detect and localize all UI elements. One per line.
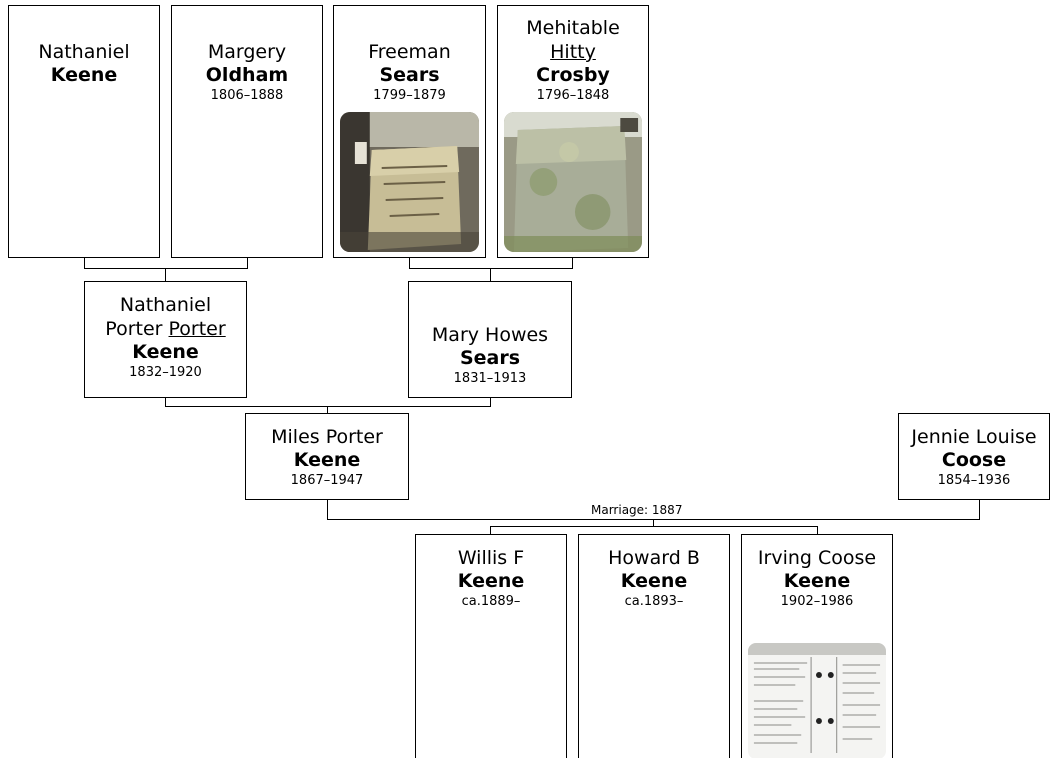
connector-line (979, 500, 980, 520)
marriage-label: Marriage: 1887 (591, 503, 683, 517)
life-dates: 1799–1879 (373, 88, 446, 103)
surname: Crosby (536, 64, 610, 86)
surname: Keene (457, 570, 525, 592)
given-name: Freeman (368, 41, 451, 63)
connector-line (653, 519, 654, 526)
surname: Keene (620, 570, 688, 592)
life-dates: 1854–1936 (937, 473, 1011, 488)
given-name: Jennie Louise (911, 426, 1037, 448)
given-name: Irving Coose (757, 547, 877, 569)
connector-line (409, 268, 573, 269)
surname: Sears (459, 347, 521, 369)
person-card-miles-porter-keene[interactable]: Miles Porter Keene 1867–1947 (245, 413, 409, 500)
nickname: Hitty (550, 41, 596, 63)
given-name-line2: Porter Porter (105, 318, 226, 340)
document-photo[interactable] (748, 643, 886, 758)
gravestone-photo[interactable] (340, 112, 479, 252)
life-dates: 1832–1920 (129, 365, 202, 380)
connector-line (165, 268, 166, 281)
person-card-willis-keene[interactable]: Willis F Keene ca.1889– (415, 534, 567, 758)
surname: Coose (941, 449, 1007, 471)
connector-line (84, 258, 85, 269)
person-card-irving-coose-keene[interactable]: Irving Coose Keene 1902–1986 (741, 534, 893, 758)
given-name: Mary Howes (431, 324, 549, 346)
connector-line (165, 406, 491, 407)
given-name: Miles Porter (271, 426, 383, 448)
connector-line (490, 268, 491, 281)
connector-line (490, 398, 491, 407)
connector-line (84, 268, 248, 269)
connector-line (490, 526, 818, 527)
surname: Keene (783, 570, 851, 592)
connector-line (490, 526, 491, 535)
connector-line (572, 258, 573, 269)
life-dates: ca.1889– (461, 594, 521, 609)
connector-line (165, 398, 166, 407)
life-dates: 1831–1913 (453, 371, 527, 386)
given-name: Margery (207, 41, 287, 63)
nickname: Porter (168, 318, 226, 340)
gravestone-photo[interactable] (504, 112, 642, 252)
surname: Sears (379, 64, 440, 86)
person-card-margery-oldham[interactable]: Margery Oldham 1806–1888 (171, 5, 323, 258)
connector-line (247, 258, 248, 269)
connector-line (817, 526, 818, 535)
connector-line (327, 406, 328, 414)
surname: Oldham (205, 64, 289, 86)
surname: Keene (293, 449, 361, 471)
surname: Keene (50, 64, 118, 86)
person-card-mary-howes-sears[interactable]: Mary Howes Sears 1831–1913 (408, 281, 572, 398)
person-card-jennie-louise-coose[interactable]: Jennie Louise Coose 1854–1936 (898, 413, 1050, 500)
surname: Keene (132, 341, 199, 363)
person-card-freeman-sears[interactable]: Freeman Sears 1799–1879 (333, 5, 486, 258)
person-card-howard-keene[interactable]: Howard B Keene ca.1893– (578, 534, 730, 758)
life-dates: 1806–1888 (210, 88, 284, 103)
connector-line (327, 500, 328, 520)
connector-line (409, 258, 410, 269)
life-dates: 1867–1947 (290, 473, 364, 488)
life-dates: 1796–1848 (536, 88, 610, 103)
given-name: Mehitable (526, 17, 620, 39)
life-dates: ca.1893– (624, 594, 684, 609)
person-card-nathaniel-keene[interactable]: Nathaniel Keene (8, 5, 160, 258)
given-name: Howard B (608, 547, 700, 569)
given-name: Nathaniel (38, 41, 130, 63)
person-card-nathaniel-porter-keene[interactable]: Nathaniel Porter Porter Keene 1832–1920 (84, 281, 247, 398)
given-name: Nathaniel (119, 294, 212, 316)
life-dates: 1902–1986 (780, 594, 854, 609)
person-card-mehitable-crosby[interactable]: Mehitable Hitty Crosby 1796–1848 (497, 5, 649, 258)
given-name: Willis F (457, 547, 525, 569)
